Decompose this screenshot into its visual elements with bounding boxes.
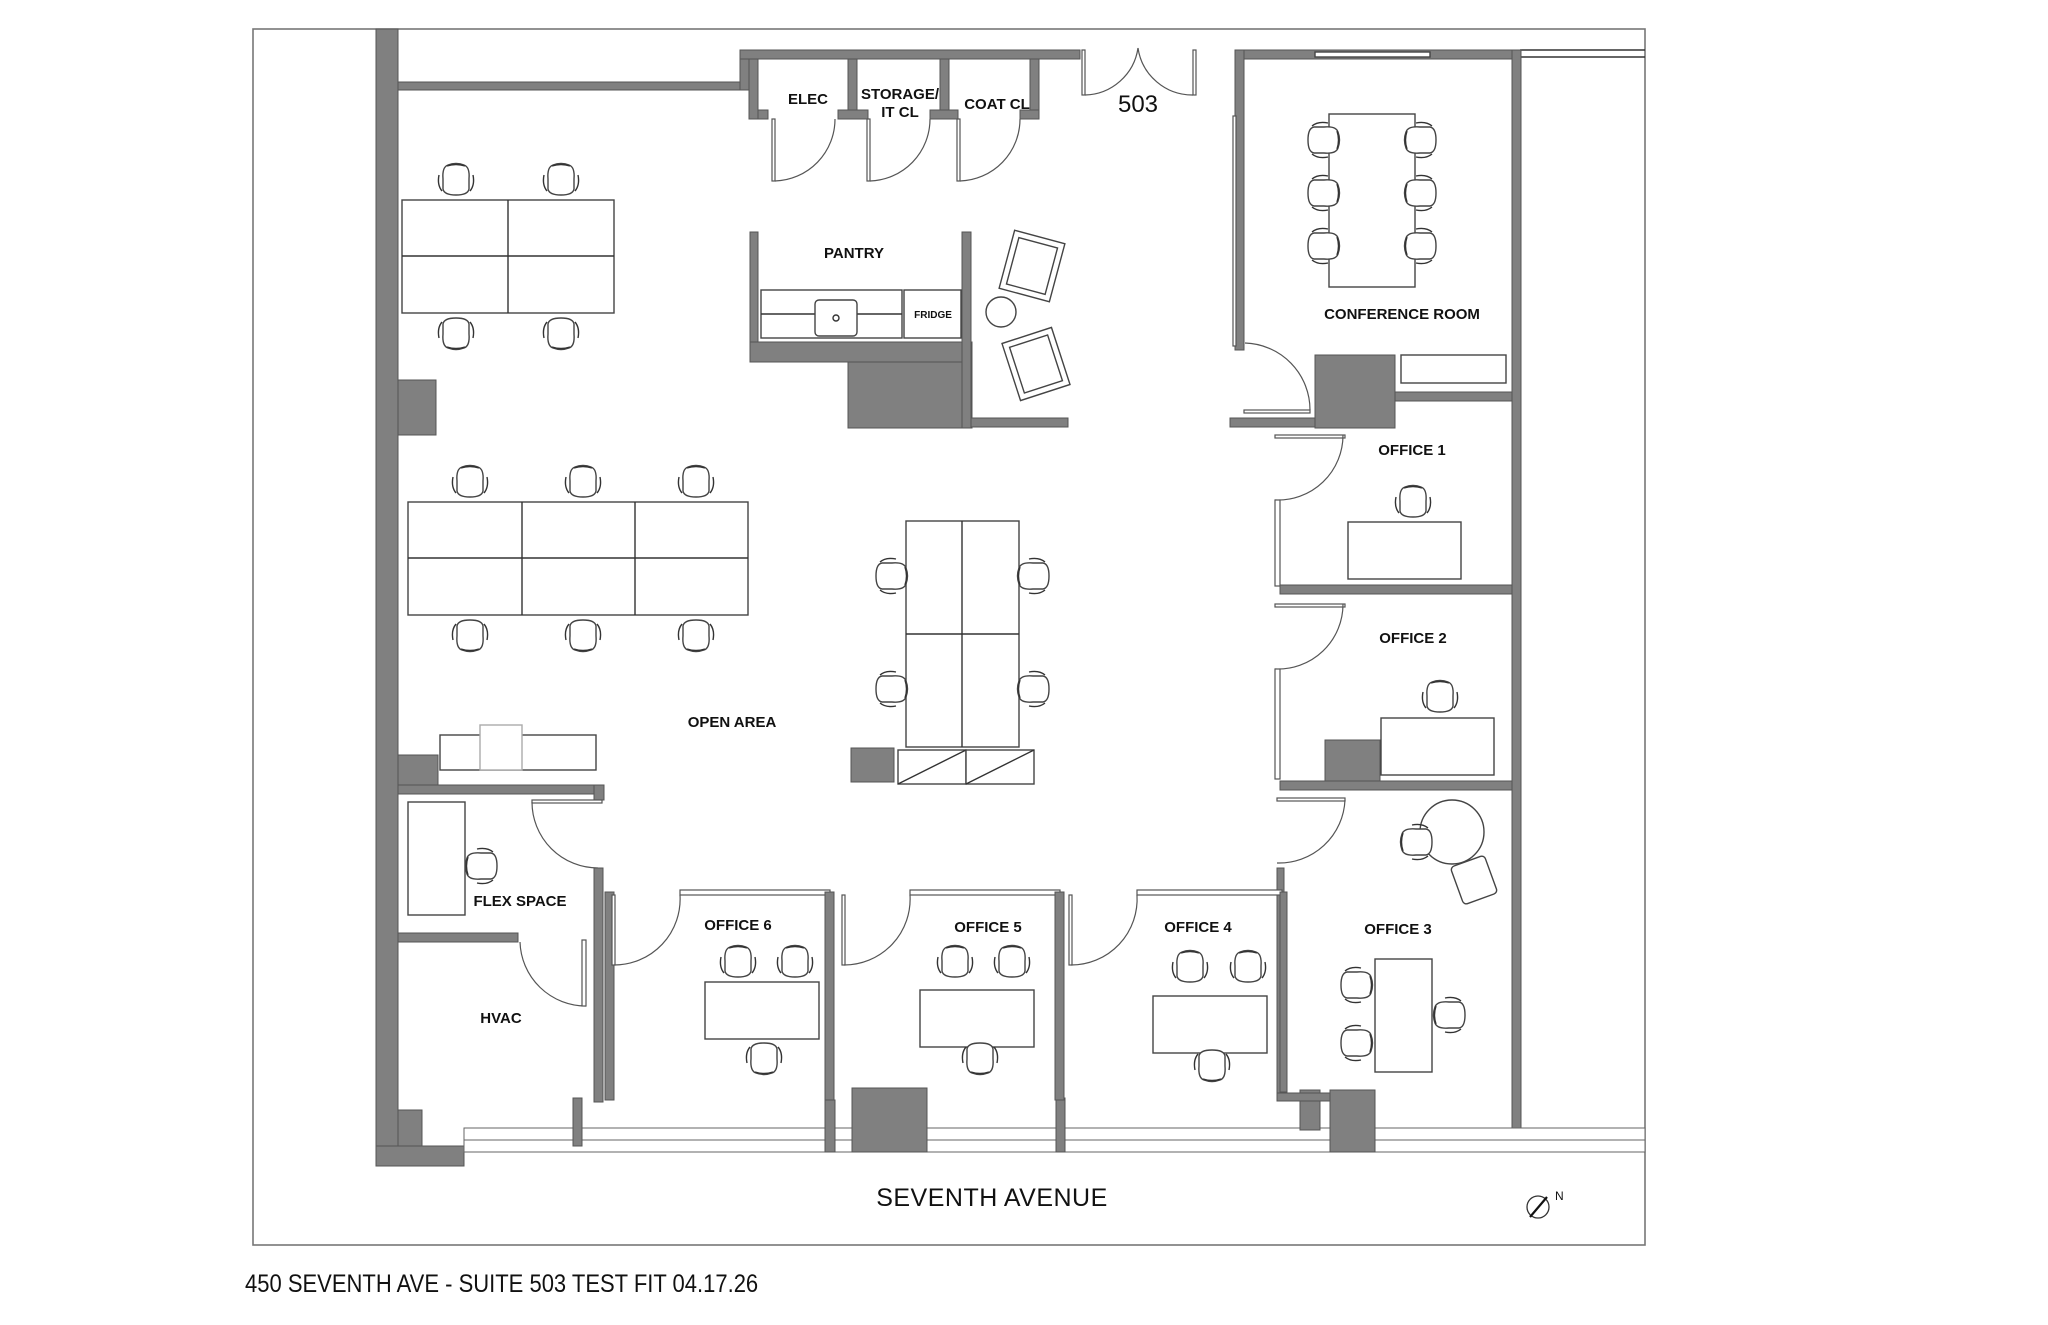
north-label: N (1555, 1189, 1564, 1203)
room-label-elec: ELEC (788, 91, 828, 108)
room-label-office-6: OFFICE 6 (704, 917, 772, 934)
drawing-frame (252, 28, 1646, 1246)
workstations-middle (407, 464, 749, 652)
drawing-title: 450 SEVENTH AVE - SUITE 503 TEST FIT 04.… (245, 1270, 759, 1298)
room-label-office-5: OFFICE 5 (954, 919, 1022, 936)
room-label-storage-2: IT CL (881, 104, 919, 121)
street-label: SEVENTH AVENUE (876, 1184, 1108, 1212)
room-label-storage: STORAGE/ (861, 86, 940, 103)
workstations-center (850, 520, 1049, 785)
service-closets (748, 47, 1197, 182)
room-label-hvac: HVAC (480, 1010, 522, 1027)
office-3 (1276, 797, 1498, 1102)
room-label-flex: FLEX SPACE (473, 893, 566, 910)
room-label-office-3: OFFICE 3 (1364, 921, 1432, 938)
conference-room (1229, 49, 1513, 429)
room-label-office-2: OFFICE 2 (1379, 630, 1447, 647)
room-label-coat: COAT CL (964, 96, 1030, 113)
flex-hvac (397, 724, 605, 1147)
room-label-office-4: OFFICE 4 (1164, 919, 1232, 936)
room-label-open-area: OPEN AREA (688, 714, 777, 731)
exterior-walls (375, 28, 1646, 1167)
offices-south (604, 889, 1288, 1101)
room-label-office-1: OFFICE 1 (1378, 442, 1446, 459)
workstations-upper (401, 162, 615, 350)
room-label-conference: CONFERENCE ROOM (1324, 306, 1480, 323)
room-label-pantry: PANTRY (824, 245, 884, 262)
north-arrow-icon: N (1526, 1189, 1564, 1219)
offices-east (1274, 434, 1513, 791)
pantry (749, 229, 1071, 429)
suite-number: 503 (1118, 91, 1158, 118)
fridge-label: FRIDGE (914, 310, 952, 321)
